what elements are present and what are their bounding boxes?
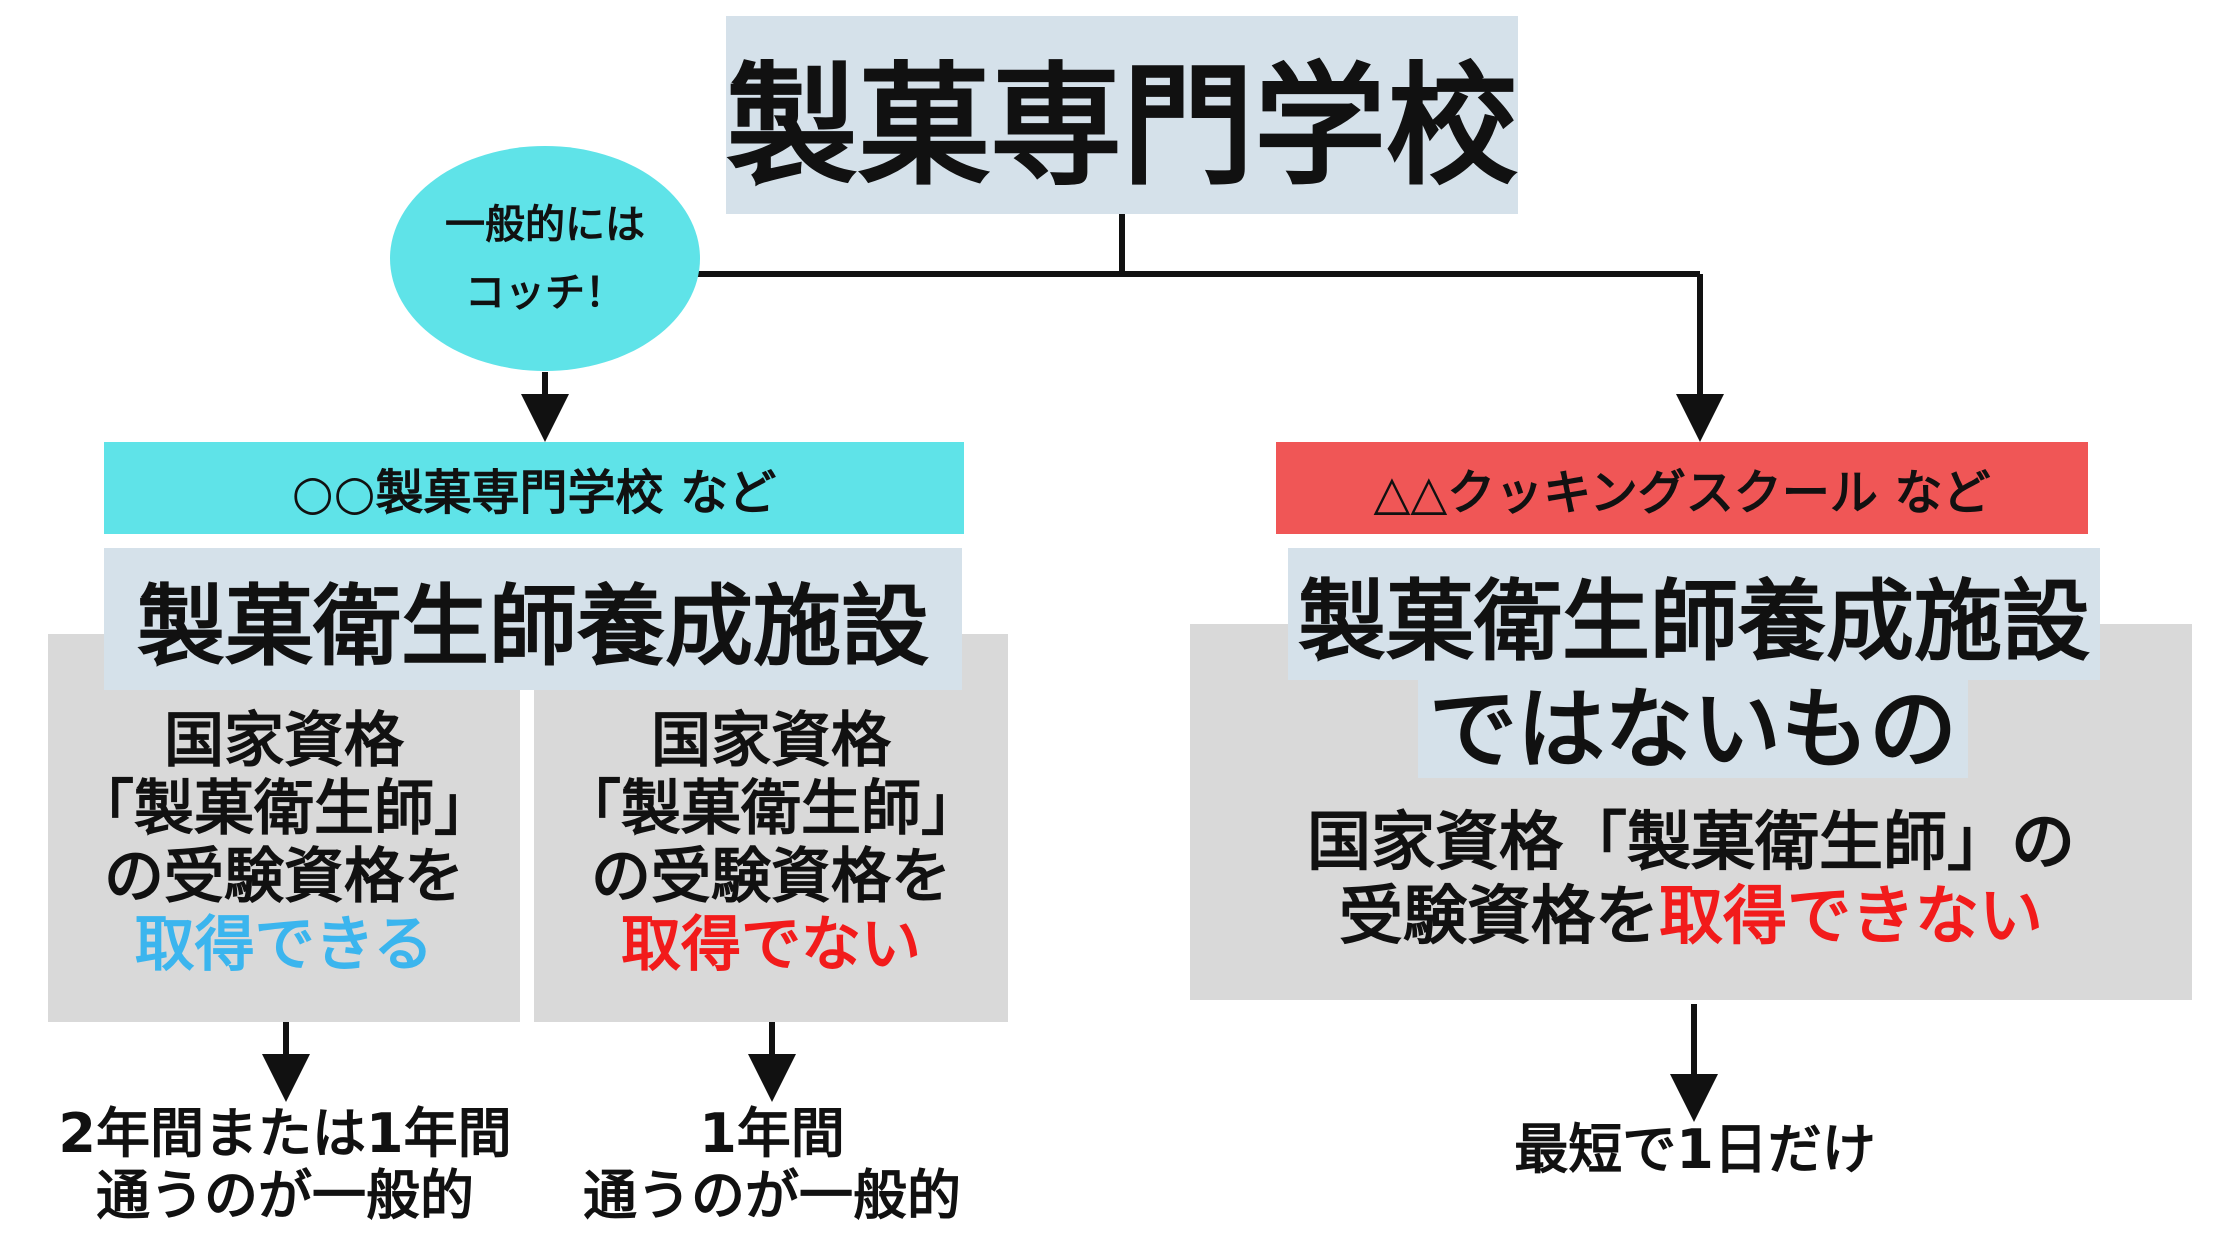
right-desc-line1: 国家資格「製菓衛生師」の — [1307, 806, 2075, 880]
result-b-line2: 通うのが一般的 — [583, 1164, 961, 1227]
bubble-line2: コッチ！ — [465, 269, 625, 316]
right-desc-line2: 受験資格を取得できない — [1339, 880, 2043, 954]
left-panel-b-text: 国家資格 「製菓衛生師」 の受験資格を 取得でない — [534, 700, 1008, 986]
panel-b-line1: 国家資格 — [651, 706, 891, 776]
right-result: 最短で1日だけ — [1400, 1112, 1990, 1188]
panel-b-highlight: 取得でない — [621, 910, 921, 980]
result-b-line1: 1年間 — [699, 1102, 845, 1165]
right-desc-highlight: 取得できない — [1659, 880, 2043, 954]
right-result-label: 最短で1日だけ — [1514, 1118, 1876, 1181]
right-facility-line1: 製菓衛生師養成施設 — [1297, 569, 2090, 673]
panel-a-line1: 国家資格 — [164, 706, 404, 776]
result-a-line2: 通うのが一般的 — [96, 1164, 474, 1227]
right-facility-line2: ではないもの — [1428, 677, 1957, 781]
right-facility-box-2: ではないもの — [1418, 666, 1968, 781]
recommend-bubble: 一般的には コッチ！ — [390, 146, 700, 371]
panel-b-line3: の受験資格を — [591, 842, 951, 912]
left-panel-a — [48, 634, 520, 1022]
left-panel-a-text: 国家資格 「製菓衛生師」 の受験資格を 取得できる — [48, 700, 520, 986]
left-school-tag-label: ○○製菓専門学校 など — [291, 465, 777, 521]
bubble-line1: 一般的には — [445, 201, 645, 248]
right-panel-text: 国家資格「製菓衛生師」の 受験資格を取得できない — [1190, 800, 2192, 960]
right-school-tag: △△クッキングスクール など — [1276, 442, 2088, 534]
left-panel-b — [534, 634, 1008, 1022]
panel-a-highlight: 取得できる — [134, 910, 434, 980]
left-school-tag: ○○製菓専門学校 など — [104, 442, 964, 534]
result-a-line1: 2年間または1年間 — [58, 1102, 512, 1165]
panel-a-line3: の受験資格を — [104, 842, 464, 912]
panel-b-line2: 「製菓衛生師」 — [561, 774, 981, 844]
main-title-box: 製菓専門学校 — [726, 16, 1518, 214]
left-facility-box: 製菓衛生師養成施設 — [104, 548, 962, 690]
left-result-a: 2年間または1年間 通うのが一般的 — [20, 1098, 550, 1232]
right-facility-box: 製菓衛生師養成施設 — [1288, 548, 2100, 680]
right-school-tag-label: △△クッキングスクール など — [1373, 465, 1991, 521]
left-result-b: 1年間 通うのが一般的 — [546, 1098, 998, 1232]
left-facility-label: 製菓衛生師養成施設 — [136, 574, 929, 678]
main-title: 製菓専門学校 — [726, 49, 1518, 204]
right-desc-prefix: 受験資格を — [1339, 880, 1659, 954]
panel-a-line2: 「製菓衛生師」 — [74, 774, 494, 844]
